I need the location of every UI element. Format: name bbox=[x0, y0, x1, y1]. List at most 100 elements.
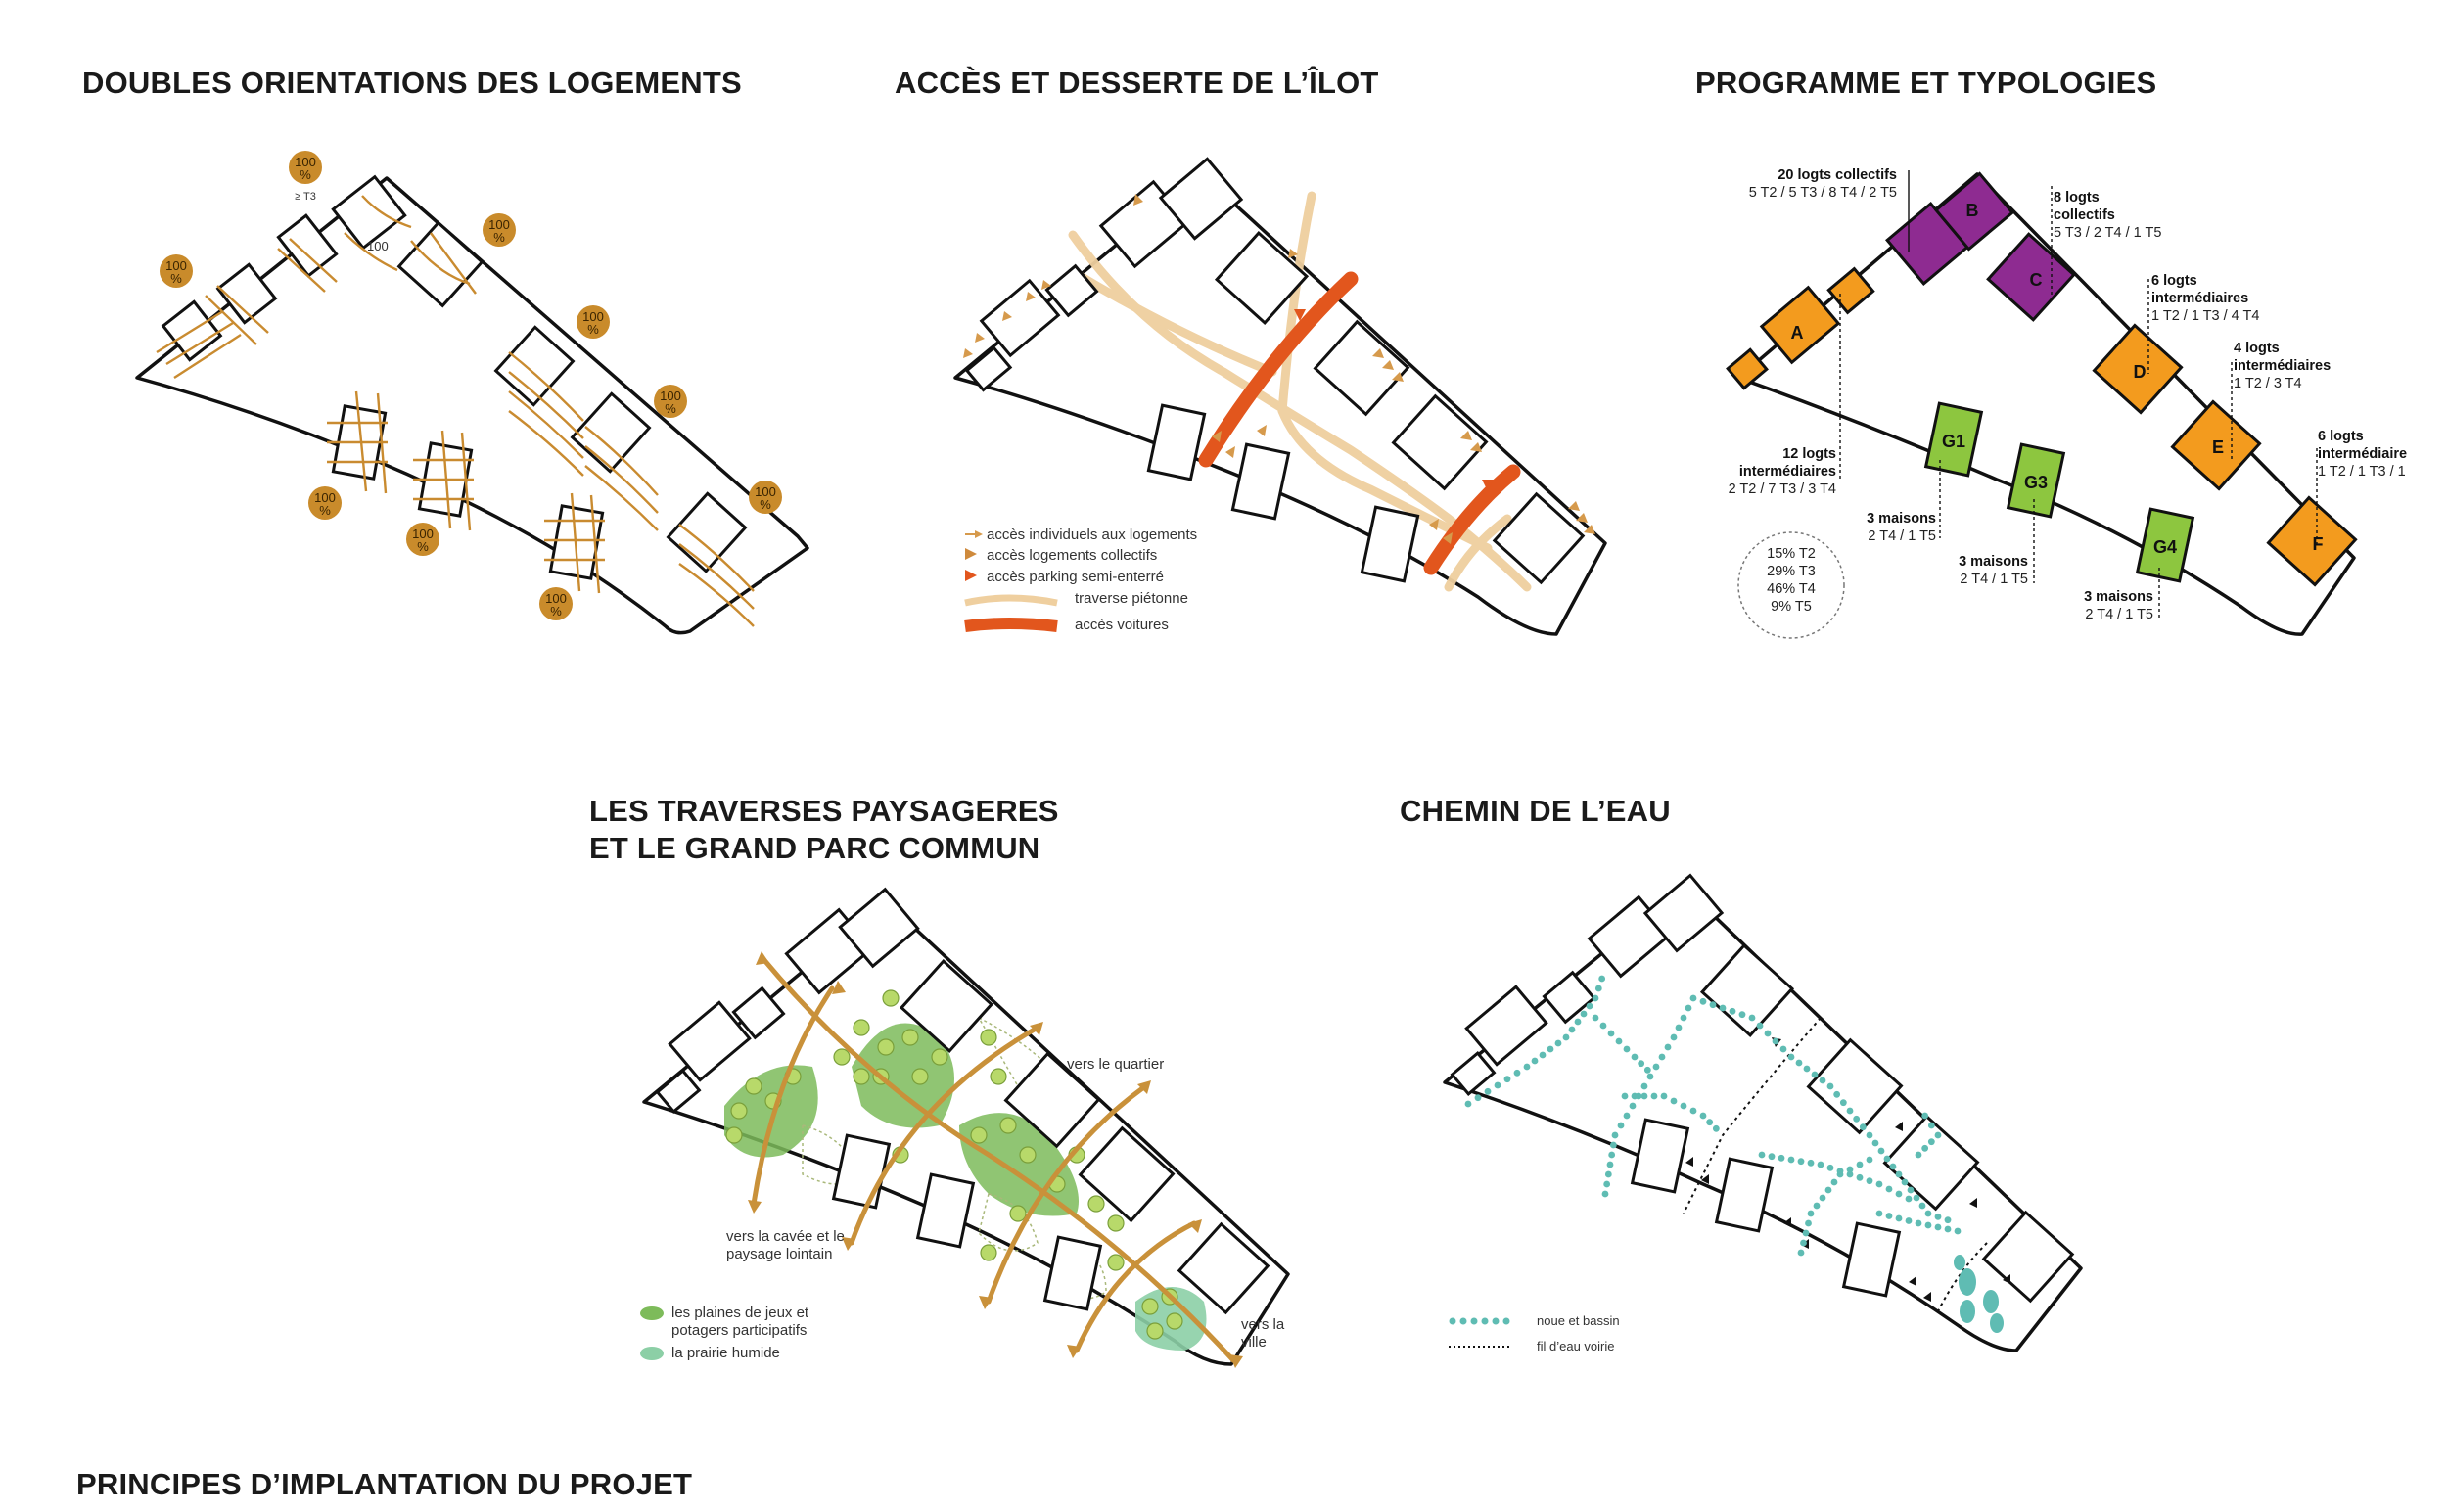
svg-text:D: D bbox=[2134, 362, 2147, 382]
noue-dot bbox=[1826, 1164, 1834, 1171]
svg-text:vers le quartier: vers le quartier bbox=[1067, 1056, 1164, 1073]
typology-mix: 15% T2 29% T3 46% T4 9% T5 bbox=[1737, 531, 1845, 639]
svg-text:20 logts collectifs: 20 logts collectifs bbox=[1778, 167, 1897, 183]
svg-text:100: 100 bbox=[545, 591, 567, 606]
noue-dot bbox=[1758, 1151, 1766, 1159]
noue-dot bbox=[1554, 1039, 1562, 1047]
noue-dot bbox=[1889, 1163, 1897, 1170]
svg-text:traverse piétonne: traverse piétonne bbox=[1075, 590, 1188, 607]
noue-dot bbox=[1924, 1221, 1932, 1229]
svg-text:2 T4 / 1 T5: 2 T4 / 1 T5 bbox=[2085, 607, 2153, 622]
noue-dot bbox=[1875, 1180, 1883, 1188]
svg-text:100: 100 bbox=[582, 309, 604, 324]
acces-legend: accès individuels aux logements accès lo… bbox=[964, 527, 1197, 633]
noue-dot bbox=[1944, 1216, 1952, 1224]
noue-dot bbox=[1599, 1022, 1607, 1030]
orientation-badges: 100%≥ T3 100% 100% 100% 100% 100% 100% 1… bbox=[160, 151, 782, 620]
noue-dot bbox=[1934, 1213, 1942, 1220]
svg-text:noue et bassin: noue et bassin bbox=[1537, 1313, 1620, 1328]
noue-dot bbox=[1689, 994, 1697, 1002]
noue-dot bbox=[1464, 1100, 1472, 1108]
noue-dot bbox=[1729, 1007, 1736, 1015]
title-traverses-line1: LES TRAVERSES PAYSAGERES bbox=[589, 794, 1059, 828]
noue-dot bbox=[1944, 1225, 1952, 1233]
svg-text:%: % bbox=[319, 503, 331, 518]
noue-dot bbox=[1895, 1170, 1903, 1178]
svg-text:3 maisons: 3 maisons bbox=[1867, 511, 1936, 527]
svg-text:100: 100 bbox=[488, 217, 510, 232]
noue-dot bbox=[1859, 1123, 1867, 1131]
svg-text:ville: ville bbox=[1241, 1334, 1267, 1351]
noue-dot bbox=[1709, 1001, 1717, 1009]
svg-text:2 T4 / 1 T5: 2 T4 / 1 T5 bbox=[1868, 528, 1936, 544]
noue-dot bbox=[1934, 1131, 1942, 1139]
svg-text:G3: G3 bbox=[2024, 473, 2048, 492]
svg-text:F: F bbox=[2313, 534, 2324, 554]
noue-dot bbox=[1503, 1076, 1511, 1083]
noue-dot bbox=[1670, 1097, 1678, 1105]
noue-dot bbox=[1924, 1210, 1932, 1217]
svg-text:intermédiaire: intermédiaire bbox=[2318, 446, 2407, 462]
svg-text:9% T5: 9% T5 bbox=[1771, 599, 1812, 615]
noue-dot bbox=[1826, 1082, 1834, 1090]
noue-dot bbox=[1611, 1131, 1619, 1139]
svg-text:G1: G1 bbox=[1942, 432, 1965, 451]
noue-dot bbox=[1629, 1102, 1637, 1110]
noue-dot bbox=[1531, 1057, 1539, 1065]
svg-text:12 logts: 12 logts bbox=[1782, 446, 1836, 462]
svg-text:100: 100 bbox=[165, 258, 187, 273]
svg-text:G4: G4 bbox=[2153, 537, 2177, 557]
noue-dot bbox=[1807, 1159, 1815, 1167]
noue-dot bbox=[1915, 1151, 1922, 1159]
svg-text:la prairie humide: la prairie humide bbox=[671, 1345, 780, 1361]
noue-dot bbox=[1807, 1210, 1815, 1217]
title-chemin-eau: CHEMIN DE L’EAU bbox=[1400, 794, 1671, 828]
svg-text:%: % bbox=[665, 401, 676, 416]
noue-dot bbox=[1901, 1178, 1909, 1186]
noue-dot bbox=[1813, 1202, 1821, 1210]
svg-text:%: % bbox=[587, 322, 599, 337]
svg-text:%: % bbox=[300, 167, 311, 182]
noue-dot bbox=[1846, 1107, 1854, 1115]
svg-text:8 logts: 8 logts bbox=[2054, 190, 2100, 206]
svg-text:1 T2 / 3 T4: 1 T2 / 3 T4 bbox=[2234, 376, 2302, 391]
noue-dot bbox=[1802, 1229, 1810, 1237]
title-traverses-line2: ET LE GRAND PARC COMMUN bbox=[589, 831, 1040, 865]
noue-dot bbox=[1621, 1092, 1629, 1100]
noue-dot bbox=[1907, 1186, 1915, 1194]
noue-dot bbox=[1905, 1217, 1913, 1224]
svg-text:≥ T3: ≥ T3 bbox=[295, 191, 316, 203]
noue-dot bbox=[1856, 1161, 1864, 1168]
noue-dot bbox=[1586, 1002, 1593, 1010]
noue-dot bbox=[1604, 1170, 1612, 1178]
noue-dot bbox=[1689, 1107, 1697, 1115]
noue-dot bbox=[1494, 1081, 1501, 1089]
noue-dot bbox=[1608, 1151, 1616, 1159]
svg-text:intermédiaires: intermédiaires bbox=[2234, 358, 2331, 374]
noue-dot bbox=[1712, 1124, 1720, 1132]
noue-dot bbox=[1474, 1094, 1482, 1102]
noue-dot bbox=[1680, 1014, 1687, 1022]
noue-dot bbox=[1915, 1219, 1922, 1227]
noue-dot bbox=[1547, 1045, 1554, 1053]
svg-text:100: 100 bbox=[412, 527, 434, 541]
noue-dot bbox=[1699, 997, 1707, 1005]
noue-dot bbox=[1779, 1045, 1787, 1053]
noue-dot bbox=[1895, 1214, 1903, 1222]
noue-dot bbox=[1819, 1077, 1826, 1084]
svg-text:100: 100 bbox=[367, 239, 389, 253]
noue-dot bbox=[1833, 1090, 1841, 1098]
svg-text:intermédiaires: intermédiaires bbox=[1739, 464, 1836, 480]
noue-dot bbox=[1664, 1043, 1672, 1051]
svg-text:2 T4 / 1 T5: 2 T4 / 1 T5 bbox=[1960, 572, 2028, 587]
noue-dot bbox=[1800, 1239, 1807, 1247]
noue-dot bbox=[1574, 1018, 1582, 1026]
svg-text:6 logts: 6 logts bbox=[2151, 273, 2197, 289]
svg-text:3 maisons: 3 maisons bbox=[2084, 589, 2153, 605]
title-acces-desserte: ACCÈS ET DESSERTE DE L’ÎLOT bbox=[895, 66, 1379, 100]
noue-dot bbox=[1670, 1033, 1678, 1041]
noue-dot bbox=[1866, 1156, 1873, 1164]
